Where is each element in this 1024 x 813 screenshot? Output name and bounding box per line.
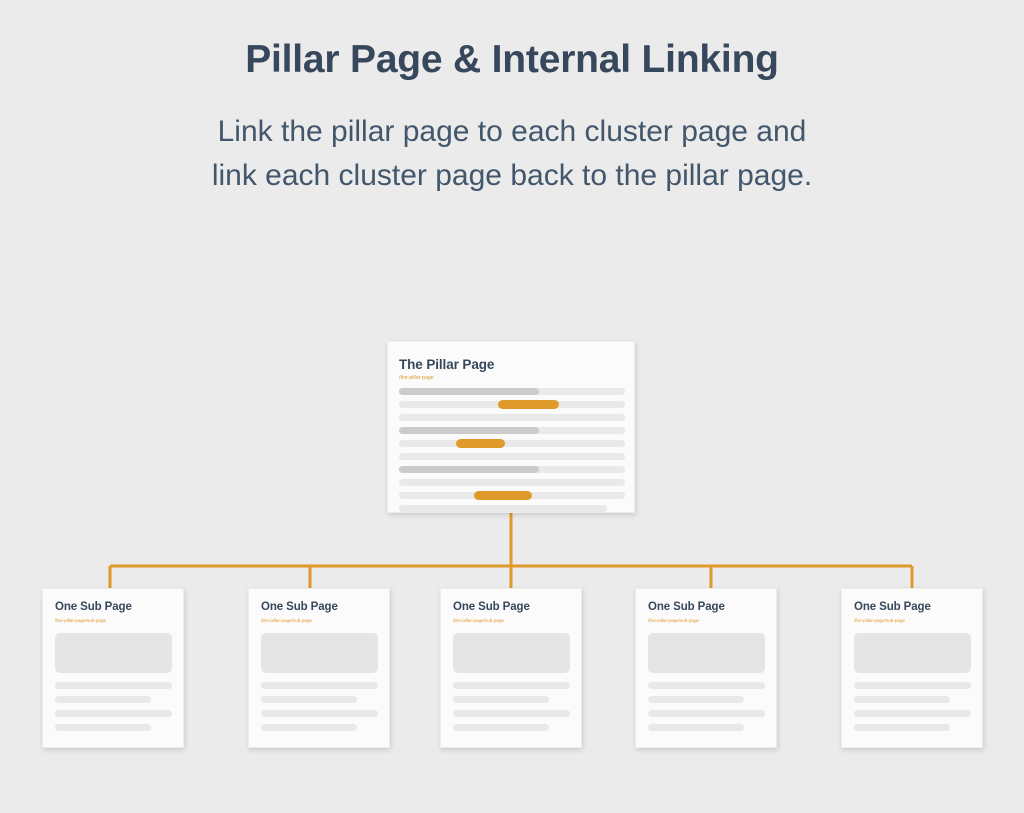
sub-page-title: One Sub Page bbox=[55, 601, 132, 613]
sub-page-url: /the-pillar-page/sub-page bbox=[55, 618, 107, 623]
image-placeholder bbox=[453, 633, 570, 673]
image-placeholder bbox=[854, 633, 971, 673]
sub-page-content bbox=[854, 682, 971, 738]
text-placeholder-bar bbox=[55, 724, 151, 731]
text-placeholder-bar bbox=[399, 505, 607, 512]
text-placeholder-bar bbox=[648, 682, 765, 689]
text-placeholder-bar bbox=[261, 724, 357, 731]
text-placeholder-bar bbox=[453, 696, 549, 703]
pillar-content-row bbox=[399, 400, 625, 414]
sub-page-url: /the-pillar-page/sub-page bbox=[261, 618, 313, 623]
sub-page-content bbox=[55, 682, 172, 738]
text-placeholder-bar bbox=[854, 710, 971, 717]
sub-page-url: /the-pillar-page/sub-page bbox=[854, 618, 906, 623]
image-placeholder bbox=[55, 633, 172, 673]
pillar-content-row bbox=[399, 466, 625, 479]
connector-group bbox=[108, 513, 914, 588]
text-placeholder-bar bbox=[648, 724, 744, 731]
sub-page-card-1[interactable]: One Sub Page/the-pillar-page/sub-page bbox=[42, 588, 184, 748]
text-placeholder-bar bbox=[55, 696, 151, 703]
text-placeholder-bar bbox=[453, 682, 570, 689]
pillar-content-row bbox=[399, 479, 625, 492]
internal-link-highlight[interactable] bbox=[455, 439, 506, 448]
pillar-content-row bbox=[399, 439, 625, 453]
text-placeholder-bar bbox=[399, 479, 625, 486]
text-placeholder-bar bbox=[55, 682, 172, 689]
text-placeholder-bar bbox=[261, 696, 357, 703]
text-placeholder-bar bbox=[55, 710, 172, 717]
text-placeholder-bar bbox=[261, 682, 378, 689]
sub-page-url: /the-pillar-page/sub-page bbox=[648, 618, 700, 623]
pillar-content-row bbox=[399, 388, 625, 401]
text-placeholder-bar bbox=[399, 414, 625, 421]
sub-page-card-3[interactable]: One Sub Page/the-pillar-page/sub-page bbox=[440, 588, 582, 748]
sub-page-content bbox=[261, 682, 378, 738]
sub-page-title: One Sub Page bbox=[648, 601, 725, 613]
text-placeholder-bar bbox=[453, 724, 549, 731]
page-subtitle: Link the pillar page to each cluster pag… bbox=[211, 114, 813, 192]
pillar-content-row bbox=[399, 414, 625, 427]
sub-page-title: One Sub Page bbox=[261, 601, 338, 613]
image-placeholder bbox=[648, 633, 765, 673]
text-placeholder-bar bbox=[854, 696, 950, 703]
internal-link-highlight[interactable] bbox=[498, 400, 560, 409]
header: Pillar Page & Internal Linking Link the … bbox=[0, 0, 1024, 197]
text-placeholder-bar bbox=[854, 724, 950, 731]
text-placeholder-bar bbox=[399, 466, 540, 473]
image-placeholder bbox=[261, 633, 378, 673]
sub-page-card-5[interactable]: One Sub Page/the-pillar-page/sub-page bbox=[841, 588, 983, 748]
sub-page-content bbox=[648, 682, 765, 738]
pillar-content-row bbox=[399, 491, 625, 505]
pillar-content-row bbox=[399, 427, 625, 440]
sub-page-card-2[interactable]: One Sub Page/the-pillar-page/sub-page bbox=[248, 588, 390, 748]
pillar-page-card[interactable]: The Pillar Page /the-pillar-page bbox=[387, 341, 635, 513]
internal-link-highlight[interactable] bbox=[473, 491, 533, 500]
pillar-content-row bbox=[399, 505, 625, 518]
text-placeholder-bar bbox=[399, 388, 540, 395]
text-placeholder-bar bbox=[648, 710, 765, 717]
sub-page-title: One Sub Page bbox=[854, 601, 931, 613]
pillar-page-url: /the-pillar-page bbox=[399, 375, 434, 381]
text-placeholder-bar bbox=[261, 710, 378, 717]
sub-page-content bbox=[453, 682, 570, 738]
pillar-page-title: The Pillar Page bbox=[399, 357, 495, 372]
text-placeholder-bar bbox=[854, 682, 971, 689]
text-placeholder-bar bbox=[399, 453, 625, 460]
text-placeholder-bar bbox=[453, 710, 570, 717]
sub-page-url: /the-pillar-page/sub-page bbox=[453, 618, 505, 623]
text-placeholder-bar bbox=[648, 696, 744, 703]
text-placeholder-bar bbox=[399, 427, 540, 434]
text-placeholder-bar bbox=[399, 440, 625, 447]
pillar-content-row bbox=[399, 453, 625, 466]
sub-page-card-4[interactable]: One Sub Page/the-pillar-page/sub-page bbox=[635, 588, 777, 748]
pillar-page-content bbox=[399, 388, 625, 518]
sub-page-title: One Sub Page bbox=[453, 601, 530, 613]
page-title: Pillar Page & Internal Linking bbox=[245, 38, 779, 81]
